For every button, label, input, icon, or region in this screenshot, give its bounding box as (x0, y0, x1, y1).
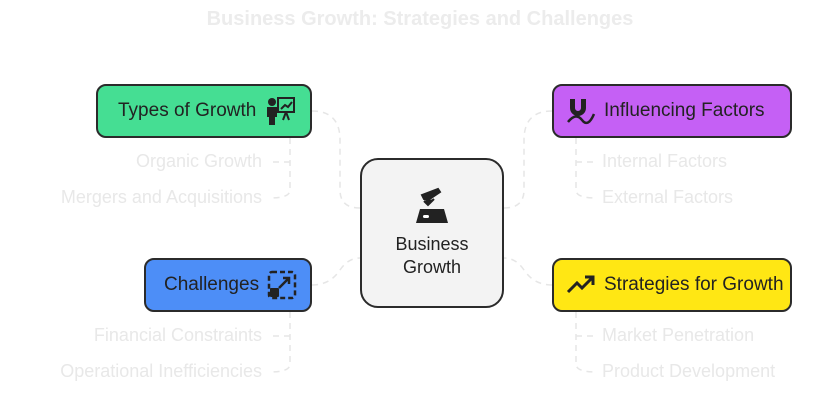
branch-label: Influencing Factors (604, 100, 765, 121)
branch-influencing-factors[interactable]: Influencing Factors (552, 84, 792, 138)
central-label-line1: Business (395, 234, 469, 254)
branch-types-of-growth[interactable]: Types of Growth (96, 84, 312, 138)
item-operational-inefficiencies: Operational Inefficiencies (60, 361, 262, 381)
item-product-development: Product Development (602, 361, 776, 381)
branch-label: Challenges (164, 274, 260, 295)
item-organic-growth: Organic Growth (135, 151, 262, 171)
airplane-landing-icon (416, 187, 448, 223)
item-financial-constraints: Financial Constraints (93, 325, 262, 345)
item-mergers-and-acquisitions: Mergers and Acquisitions (60, 187, 262, 207)
trending-up-icon (566, 275, 595, 294)
page-title: Business Growth: Strategies and Challeng… (206, 8, 634, 30)
branch-label: Strategies for Growth (604, 274, 784, 295)
item-market-penetration: Market Penetration (602, 325, 755, 345)
presenter-chart-icon (267, 97, 296, 125)
item-internal-factors: Internal Factors (602, 151, 728, 171)
magnet-icon (567, 99, 596, 125)
branch-label: Types of Growth (118, 100, 257, 121)
expand-icon (267, 270, 297, 300)
central-label-line2: Growth (402, 257, 461, 277)
branch-challenges[interactable]: Challenges (144, 258, 312, 312)
item-external-factors: External Factors (602, 187, 734, 207)
branch-strategies-for-growth[interactable]: Strategies for Growth (552, 258, 792, 312)
